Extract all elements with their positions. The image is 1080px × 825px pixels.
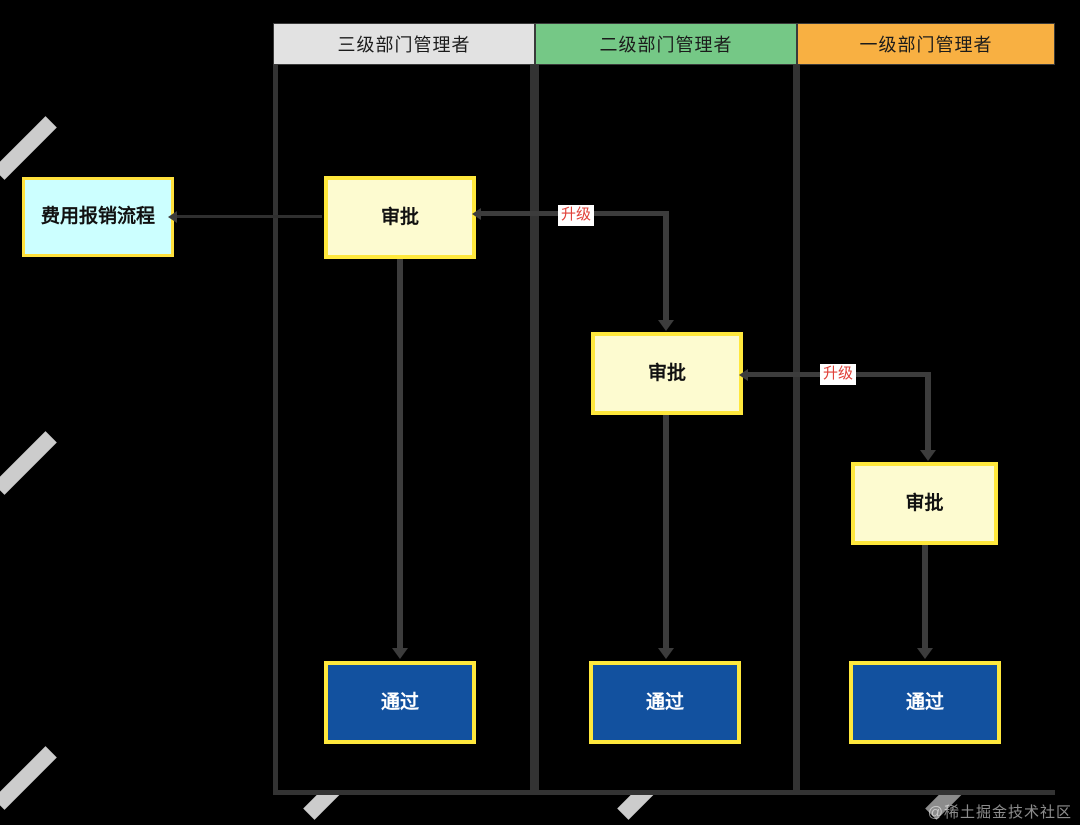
watermark-mark [0, 746, 57, 810]
edge-label-escalate-2: 升级 [820, 364, 857, 385]
lane-header-label: 一级部门管理者 [859, 35, 993, 55]
connector-approve-1-to-pass-1 [397, 259, 403, 652]
connector-escalate-1-vertical [663, 211, 669, 323]
approve-node-level-3[interactable]: 审批 [324, 176, 476, 259]
watermark-mark [0, 431, 57, 495]
edge-label-escalate-1: 升级 [558, 205, 595, 226]
watermark-mark [0, 116, 57, 180]
site-watermark-text: @稀土掘金技术社区 [927, 804, 1072, 821]
pass-node-label: 通过 [380, 691, 419, 713]
connector-approve-2-to-pass-2 [663, 415, 669, 652]
pass-node-level-3[interactable]: 通过 [324, 661, 476, 744]
arrowhead-approve-3 [920, 450, 936, 461]
approve-node-level-2[interactable]: 审批 [591, 332, 743, 415]
lane-header-label: 三级部门管理者 [337, 35, 471, 55]
arrowhead-escalate-2-source [739, 369, 748, 381]
edge-label-text: 升级 [823, 365, 854, 382]
start-node[interactable]: 费用报销流程 [22, 177, 174, 257]
arrowhead-pass-3 [917, 648, 933, 659]
arrowhead-approve-2 [658, 320, 674, 331]
lane-header-label: 二级部门管理者 [599, 35, 733, 55]
pass-node-label: 通过 [905, 691, 944, 713]
arrowhead-escalate-1-source [472, 208, 481, 220]
approve-node-label: 审批 [647, 362, 686, 384]
pass-node-level-2[interactable]: 通过 [589, 661, 741, 744]
lane-header-level-1[interactable]: 一级部门管理者 [797, 23, 1055, 65]
edge-label-text: 升级 [561, 206, 592, 223]
arrowhead-pass-2 [658, 648, 674, 659]
pass-node-level-1[interactable]: 通过 [849, 661, 1001, 744]
approve-node-label: 审批 [905, 492, 944, 514]
start-node-label: 费用报销流程 [40, 206, 155, 228]
site-watermark: @稀土掘金技术社区 [928, 801, 1072, 822]
arrowhead-pass-1 [392, 648, 408, 659]
arrowhead-start-connector [168, 211, 177, 223]
approve-node-label: 审批 [380, 206, 419, 228]
connector-escalate-2-vertical [925, 372, 931, 454]
approve-node-level-1[interactable]: 审批 [851, 462, 998, 545]
lane-header-level-3[interactable]: 三级部门管理者 [273, 23, 535, 65]
pass-node-label: 通过 [645, 691, 684, 713]
connector-approve-3-to-pass-3 [922, 545, 928, 652]
lane-header-level-2[interactable]: 二级部门管理者 [535, 23, 797, 65]
connector-start-to-approve-1 [174, 215, 322, 218]
